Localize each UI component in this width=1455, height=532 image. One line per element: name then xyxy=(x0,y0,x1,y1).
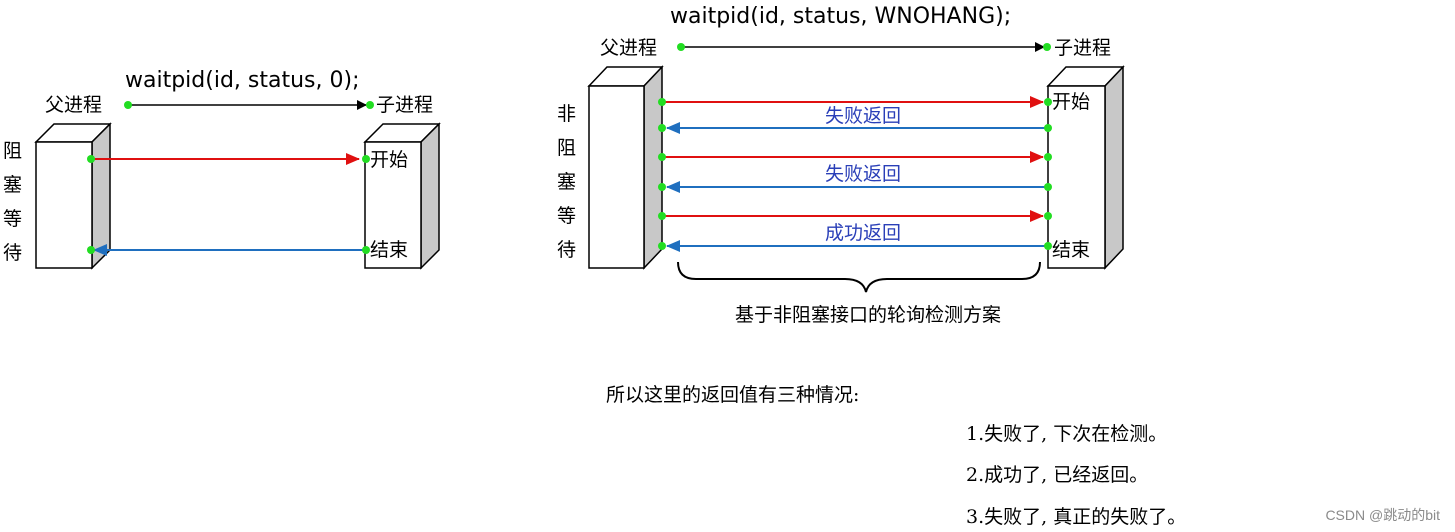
right-dot xyxy=(658,212,666,220)
right-return-label: 失败返回 xyxy=(825,163,901,185)
right-dots xyxy=(658,98,1052,250)
right-dot xyxy=(658,98,666,106)
left-parent-block xyxy=(34,122,112,270)
right-dot xyxy=(1044,153,1052,161)
right-dot xyxy=(658,183,666,191)
right-parent-label: 父进程 xyxy=(600,37,657,59)
right-end-label: 结束 xyxy=(1052,239,1090,261)
right-child-block xyxy=(1046,65,1125,270)
right-dot xyxy=(1044,124,1052,132)
right-dot xyxy=(1044,242,1052,250)
right-return-label: 失败返回 xyxy=(825,105,901,127)
curly-brace xyxy=(677,261,1041,293)
right-side-label: 非 阻 塞 等 待 xyxy=(557,103,576,261)
right-start-label: 开始 xyxy=(1052,91,1090,113)
right-return-label: 成功返回 xyxy=(825,222,901,244)
notes: 所以这里的返回值有三种情况: 1.失败了, 下次在检测。 2.成功了, 已经返回… xyxy=(606,384,1186,528)
right-dot xyxy=(677,43,685,51)
left-side-label: 阻 塞 等 待 xyxy=(3,140,22,264)
left-start-label: 开始 xyxy=(370,149,408,171)
notes-item: 3.失败了, 真正的失败了。 xyxy=(966,506,1186,528)
left-child-block xyxy=(363,122,441,270)
left-side-char: 等 xyxy=(3,208,22,230)
right-call-label: waitpid(id, status, WNOHANG); xyxy=(670,4,1011,29)
left-side-char: 待 xyxy=(3,242,22,264)
brace-caption: 基于非阻塞接口的轮询检测方案 xyxy=(735,304,1001,326)
right-side-char: 非 xyxy=(557,103,576,125)
left-dot xyxy=(362,155,370,163)
left-call-label: waitpid(id, status, 0); xyxy=(125,68,359,93)
right-dot xyxy=(658,242,666,250)
right-dot xyxy=(658,153,666,161)
notes-item: 1.失败了, 下次在检测。 xyxy=(966,423,1167,445)
left-side-char: 阻 xyxy=(3,140,22,162)
left-dot xyxy=(362,246,370,254)
right-side-char: 等 xyxy=(557,205,576,227)
right-dot xyxy=(1044,98,1052,106)
left-side-char: 塞 xyxy=(3,174,22,196)
right-dot xyxy=(1044,183,1052,191)
right-side-char: 塞 xyxy=(557,171,576,193)
left-dot xyxy=(124,101,132,109)
right-dot xyxy=(1043,43,1051,51)
right-side-char: 待 xyxy=(557,239,576,261)
left-diagram: waitpid(id, status, 0); 父进程 子进程 开始 结束 阻 … xyxy=(3,68,441,270)
right-dot xyxy=(1044,212,1052,220)
left-dot xyxy=(87,246,95,254)
right-diagram: waitpid(id, status, WNOHANG); 父进程 子进程 开始… xyxy=(557,4,1125,326)
notes-item: 2.成功了, 已经返回。 xyxy=(966,464,1148,486)
right-side-char: 阻 xyxy=(557,137,576,159)
right-parent-block xyxy=(587,65,664,270)
notes-heading: 所以这里的返回值有三种情况: xyxy=(606,384,859,406)
left-dot xyxy=(366,101,374,109)
left-child-label: 子进程 xyxy=(376,94,433,116)
watermark: CSDN @跳动的bit xyxy=(1325,507,1440,523)
left-dot xyxy=(87,155,95,163)
left-end-label: 结束 xyxy=(370,239,408,261)
left-parent-label: 父进程 xyxy=(45,94,102,116)
right-dot xyxy=(658,124,666,132)
right-child-label: 子进程 xyxy=(1054,37,1111,59)
